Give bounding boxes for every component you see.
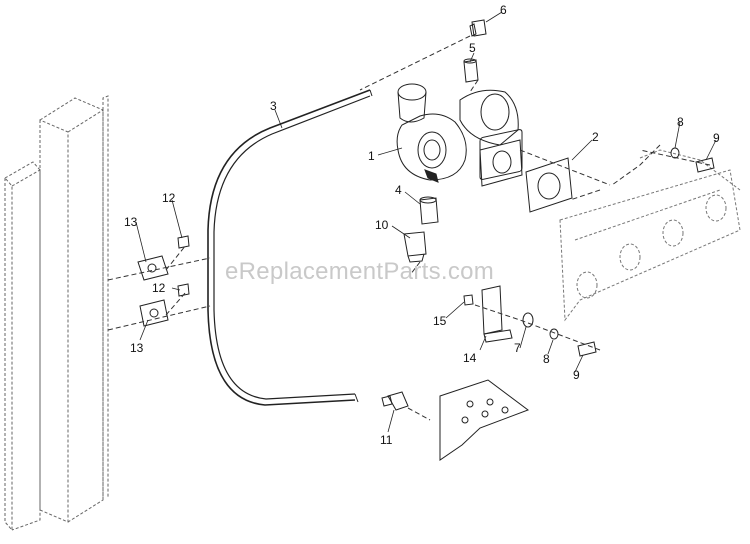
bolt-15: [463, 294, 474, 306]
elbow-fitting-11: [381, 391, 409, 411]
assembly-lines: [107, 35, 711, 421]
leader-lines: [135, 11, 717, 433]
callout-13-upper: 13: [124, 215, 138, 229]
callout-10: 10: [375, 218, 389, 232]
callout-12-lower: 12: [152, 281, 166, 295]
fitting-5: [463, 58, 479, 83]
callout-15: 15: [433, 314, 447, 328]
frame-rail: [4, 95, 109, 532]
oil-feed-pipe: [207, 89, 373, 406]
turbocharger: [396, 83, 523, 187]
washer-8-lower: [549, 328, 559, 340]
washer-8-upper: [670, 147, 680, 159]
callout-9-lower: 9: [573, 368, 580, 382]
elbow-fitting-6: [469, 19, 487, 37]
exhaust-manifold: [559, 149, 741, 322]
bolt-12-upper: [177, 235, 190, 249]
bolt-12-lower: [177, 283, 190, 297]
fitting-10: [403, 231, 427, 263]
callout-1: 1: [368, 149, 375, 163]
callout-14: 14: [463, 351, 477, 365]
nut-7: [522, 312, 534, 328]
callout-13-lower: 13: [130, 341, 144, 355]
callout-7: 7: [514, 341, 521, 355]
turbo-gasket: [525, 157, 573, 213]
bracket-14: [481, 285, 513, 343]
callout-8-lower: 8: [543, 352, 550, 366]
callout-9-upper: 9: [713, 131, 720, 145]
clamp-lower: [139, 299, 169, 327]
callout-4: 4: [395, 183, 402, 197]
bolt-9-lower: [577, 341, 597, 357]
callout-3: 3: [270, 99, 277, 113]
support-plate: [439, 379, 530, 461]
callout-8-upper: 8: [677, 115, 684, 129]
watermark-text: eReplacementParts.com: [225, 258, 495, 285]
callout-5: 5: [469, 41, 476, 55]
fitting-4: [419, 196, 439, 225]
callout-12-upper: 12: [162, 191, 176, 205]
callout-11: 11: [380, 433, 393, 447]
callout-2: 2: [592, 130, 599, 144]
clamp-upper: [137, 255, 169, 281]
callout-6: 6: [500, 3, 507, 17]
